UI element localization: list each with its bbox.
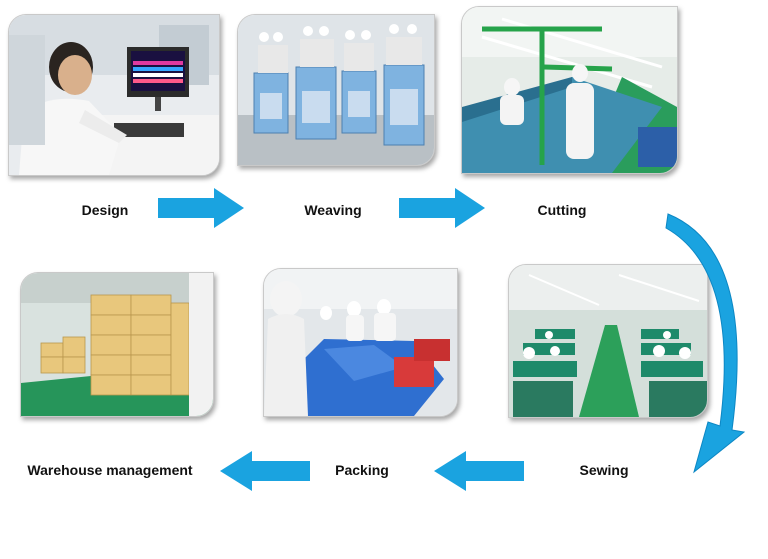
left-arrow-icon [434, 451, 524, 491]
curved-arrow-icon [665, 213, 746, 474]
cutting-photo [461, 6, 678, 174]
step-label-sewing: Sewing [579, 462, 629, 478]
weaving-photo-illustration [238, 15, 434, 165]
step-label-cutting: Cutting [537, 202, 587, 218]
step-label-weaving: Weaving [304, 202, 362, 218]
right-arrow-icon [158, 188, 244, 228]
step-label-design: Design [81, 202, 129, 218]
sewing-photo-illustration [509, 265, 707, 417]
design-photo-illustration [9, 15, 219, 175]
packing-photo-illustration [264, 269, 457, 416]
sewing-photo [508, 264, 708, 418]
right-arrow-icon [399, 188, 485, 228]
step-label-packing: Packing [335, 462, 389, 478]
left-arrow-icon [220, 451, 310, 491]
design-photo [8, 14, 220, 176]
cutting-photo-illustration [462, 7, 677, 173]
packing-photo [263, 268, 458, 417]
weaving-photo [237, 14, 435, 166]
warehouse-photo-illustration [21, 273, 213, 416]
warehouse-photo [20, 272, 214, 417]
step-label-warehouse: Warehouse management [27, 462, 193, 478]
